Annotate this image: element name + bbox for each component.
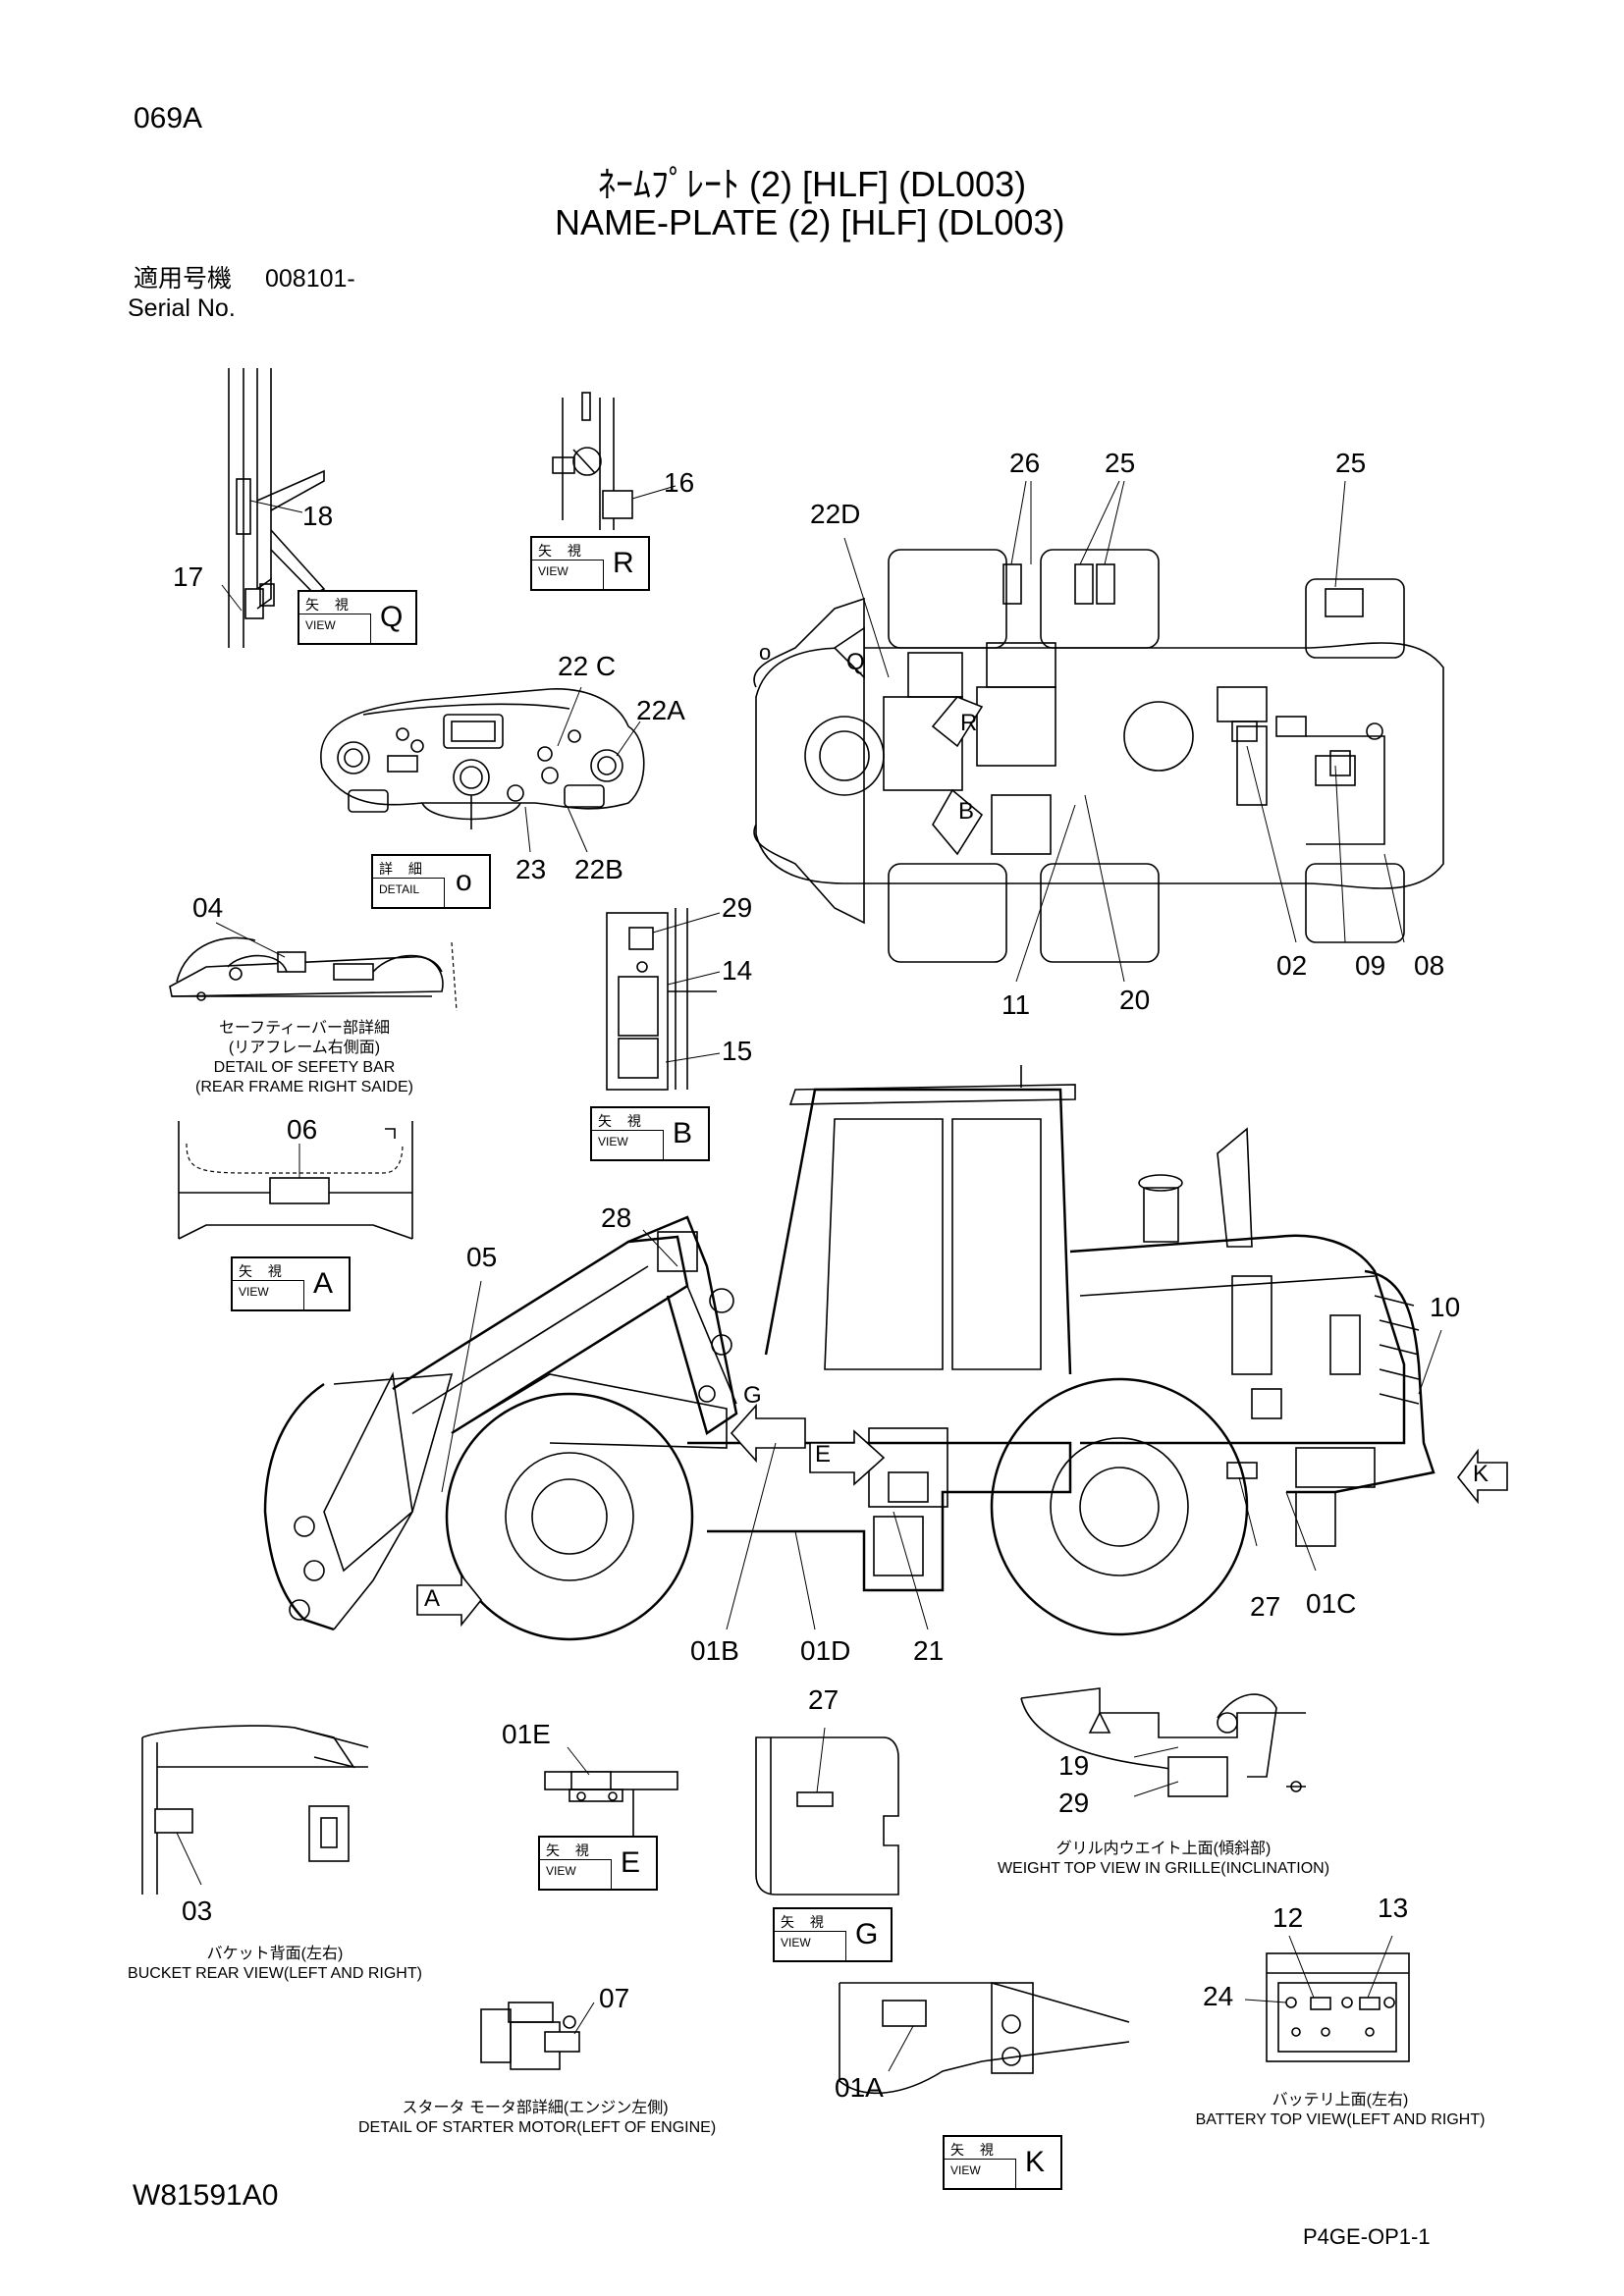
callout-08: 08 [1414, 950, 1445, 981]
callout-05: 05 [466, 1242, 498, 1272]
callout-24: 24 [1203, 1981, 1234, 2011]
view-box-g: 矢 視 VIEW G [773, 1907, 893, 1962]
callout-09: 09 [1355, 950, 1386, 981]
callout-14: 14 [722, 955, 753, 986]
view-b-cabinet [606, 908, 721, 1091]
view-box-b: 矢 視 VIEW B [590, 1106, 710, 1161]
callout-01e: 01E [502, 1719, 551, 1749]
starter-motor-detail [480, 2002, 595, 2070]
callout-22a: 22A [636, 695, 685, 725]
caption-safety-bar-en: DETAIL OF SEFETY BAR [213, 1059, 396, 1076]
detail-box-o: 詳 細 DETAIL o [371, 854, 491, 909]
cab-side-detail-q [221, 368, 326, 648]
page-reference: P4GE-OP1-1 [1303, 2224, 1431, 2249]
callout-01a: 01A [835, 2072, 884, 2103]
callout-01d: 01D [800, 1635, 851, 1666]
caption-battery-jp: バッテリ上面(左右) [1272, 2092, 1409, 2109]
callout-17: 17 [173, 561, 204, 592]
battery-top-view [1244, 1935, 1410, 2062]
caption-bucket-jp: バケット背面(左右) [206, 1946, 344, 1962]
callout-29-view-b: 29 [722, 892, 753, 923]
marker-e: E [815, 1441, 832, 1468]
marker-b: B [958, 798, 975, 825]
view-e-detail [544, 1746, 678, 1836]
safety-bar-detail [169, 922, 458, 1012]
serial-label-jp: 適用号機 [134, 265, 233, 293]
caption-starter-en: DETAIL OF STARTER MOTOR(LEFT OF ENGINE) [358, 2119, 717, 2136]
caption-safety-bar-jp: セーフティーバー部詳細 [219, 1020, 390, 1037]
view-box-k: 矢 視 VIEW K [943, 2135, 1062, 2190]
marker-o: o [759, 640, 772, 665]
marker-q: Q [846, 649, 865, 675]
view-box-a: 矢 視 VIEW A [231, 1256, 351, 1311]
callout-26: 26 [1009, 448, 1041, 478]
bucket-rear-view [141, 1725, 369, 1895]
callout-11: 11 [1001, 989, 1031, 1020]
callout-21: 21 [913, 1635, 945, 1666]
callout-13: 13 [1378, 1893, 1409, 1923]
title-english: NAME-PLATE (2) [HLF] (DL003) [555, 202, 1065, 242]
drawing-number: W81591A0 [133, 2179, 279, 2212]
marker-g: G [743, 1382, 762, 1409]
callout-07: 07 [599, 1983, 630, 2013]
callout-16: 16 [664, 467, 695, 498]
caption-starter-jp: スタータ モータ部詳細(エンジン左側) [402, 2100, 669, 2116]
callout-27-view-g: 27 [808, 1684, 839, 1715]
caption-safety-bar-en2: (REAR FRAME RIGHT SAIDE) [195, 1079, 413, 1095]
view-box-r: 矢 視 VIEW R [530, 536, 650, 591]
machine-top-view [753, 480, 1444, 983]
callout-12: 12 [1272, 1902, 1304, 1933]
weight-top-view [1020, 1687, 1306, 1797]
caption-battery-en: BATTERY TOP VIEW(LEFT AND RIGHT) [1195, 2111, 1486, 2128]
marker-r: R [960, 710, 978, 736]
callout-03: 03 [182, 1896, 213, 1926]
marker-a: A [424, 1585, 441, 1612]
callout-22b: 22B [574, 854, 623, 884]
callout-06: 06 [287, 1114, 318, 1145]
sheet-code: 069A [134, 102, 203, 134]
dashboard-detail-o [320, 686, 645, 853]
callout-29-weight: 29 [1058, 1788, 1090, 1818]
callout-19: 19 [1058, 1750, 1090, 1781]
caption-safety-bar-jp2: (リアフレーム右側面) [228, 1040, 381, 1056]
callout-04: 04 [192, 892, 224, 923]
callout-01b: 01B [690, 1635, 739, 1666]
callout-25-b: 25 [1335, 448, 1367, 478]
caption-bucket-en: BUCKET REAR VIEW(LEFT AND RIGHT) [128, 1965, 422, 1982]
view-box-e: 矢 視 VIEW E [538, 1836, 658, 1891]
marker-k: K [1473, 1461, 1489, 1487]
caption-weight-en: WEIGHT TOP VIEW IN GRILLE(INCLINATION) [997, 1860, 1330, 1877]
view-a-detail [178, 1121, 413, 1240]
view-box-q: 矢 視 VIEW Q [298, 590, 417, 645]
callout-18: 18 [302, 501, 334, 531]
loader-side-view [263, 1065, 1508, 1641]
callout-27-main: 27 [1250, 1591, 1281, 1622]
callout-28: 28 [601, 1202, 632, 1233]
callout-02: 02 [1276, 950, 1308, 981]
view-r-detail [552, 392, 677, 530]
callout-15: 15 [722, 1036, 753, 1066]
view-g-panel [755, 1727, 899, 1896]
callout-23: 23 [515, 854, 547, 884]
title-japanese: ﾈｰﾑﾌﾟﾚｰﾄ (2) [HLF] (DL003) [598, 164, 1027, 204]
serial-number: 008101- [265, 265, 355, 293]
callout-20: 20 [1119, 985, 1151, 1015]
callout-10: 10 [1430, 1292, 1461, 1322]
callout-25-a: 25 [1105, 448, 1136, 478]
callout-01c: 01C [1306, 1588, 1357, 1619]
callout-22d: 22D [810, 499, 861, 529]
callout-22c: 22 C [558, 651, 617, 681]
view-k-detail [839, 1982, 1130, 2095]
serial-label-en: Serial No. [128, 294, 236, 322]
caption-weight-jp: グリル内ウエイト上面(傾斜部) [1056, 1841, 1272, 1857]
